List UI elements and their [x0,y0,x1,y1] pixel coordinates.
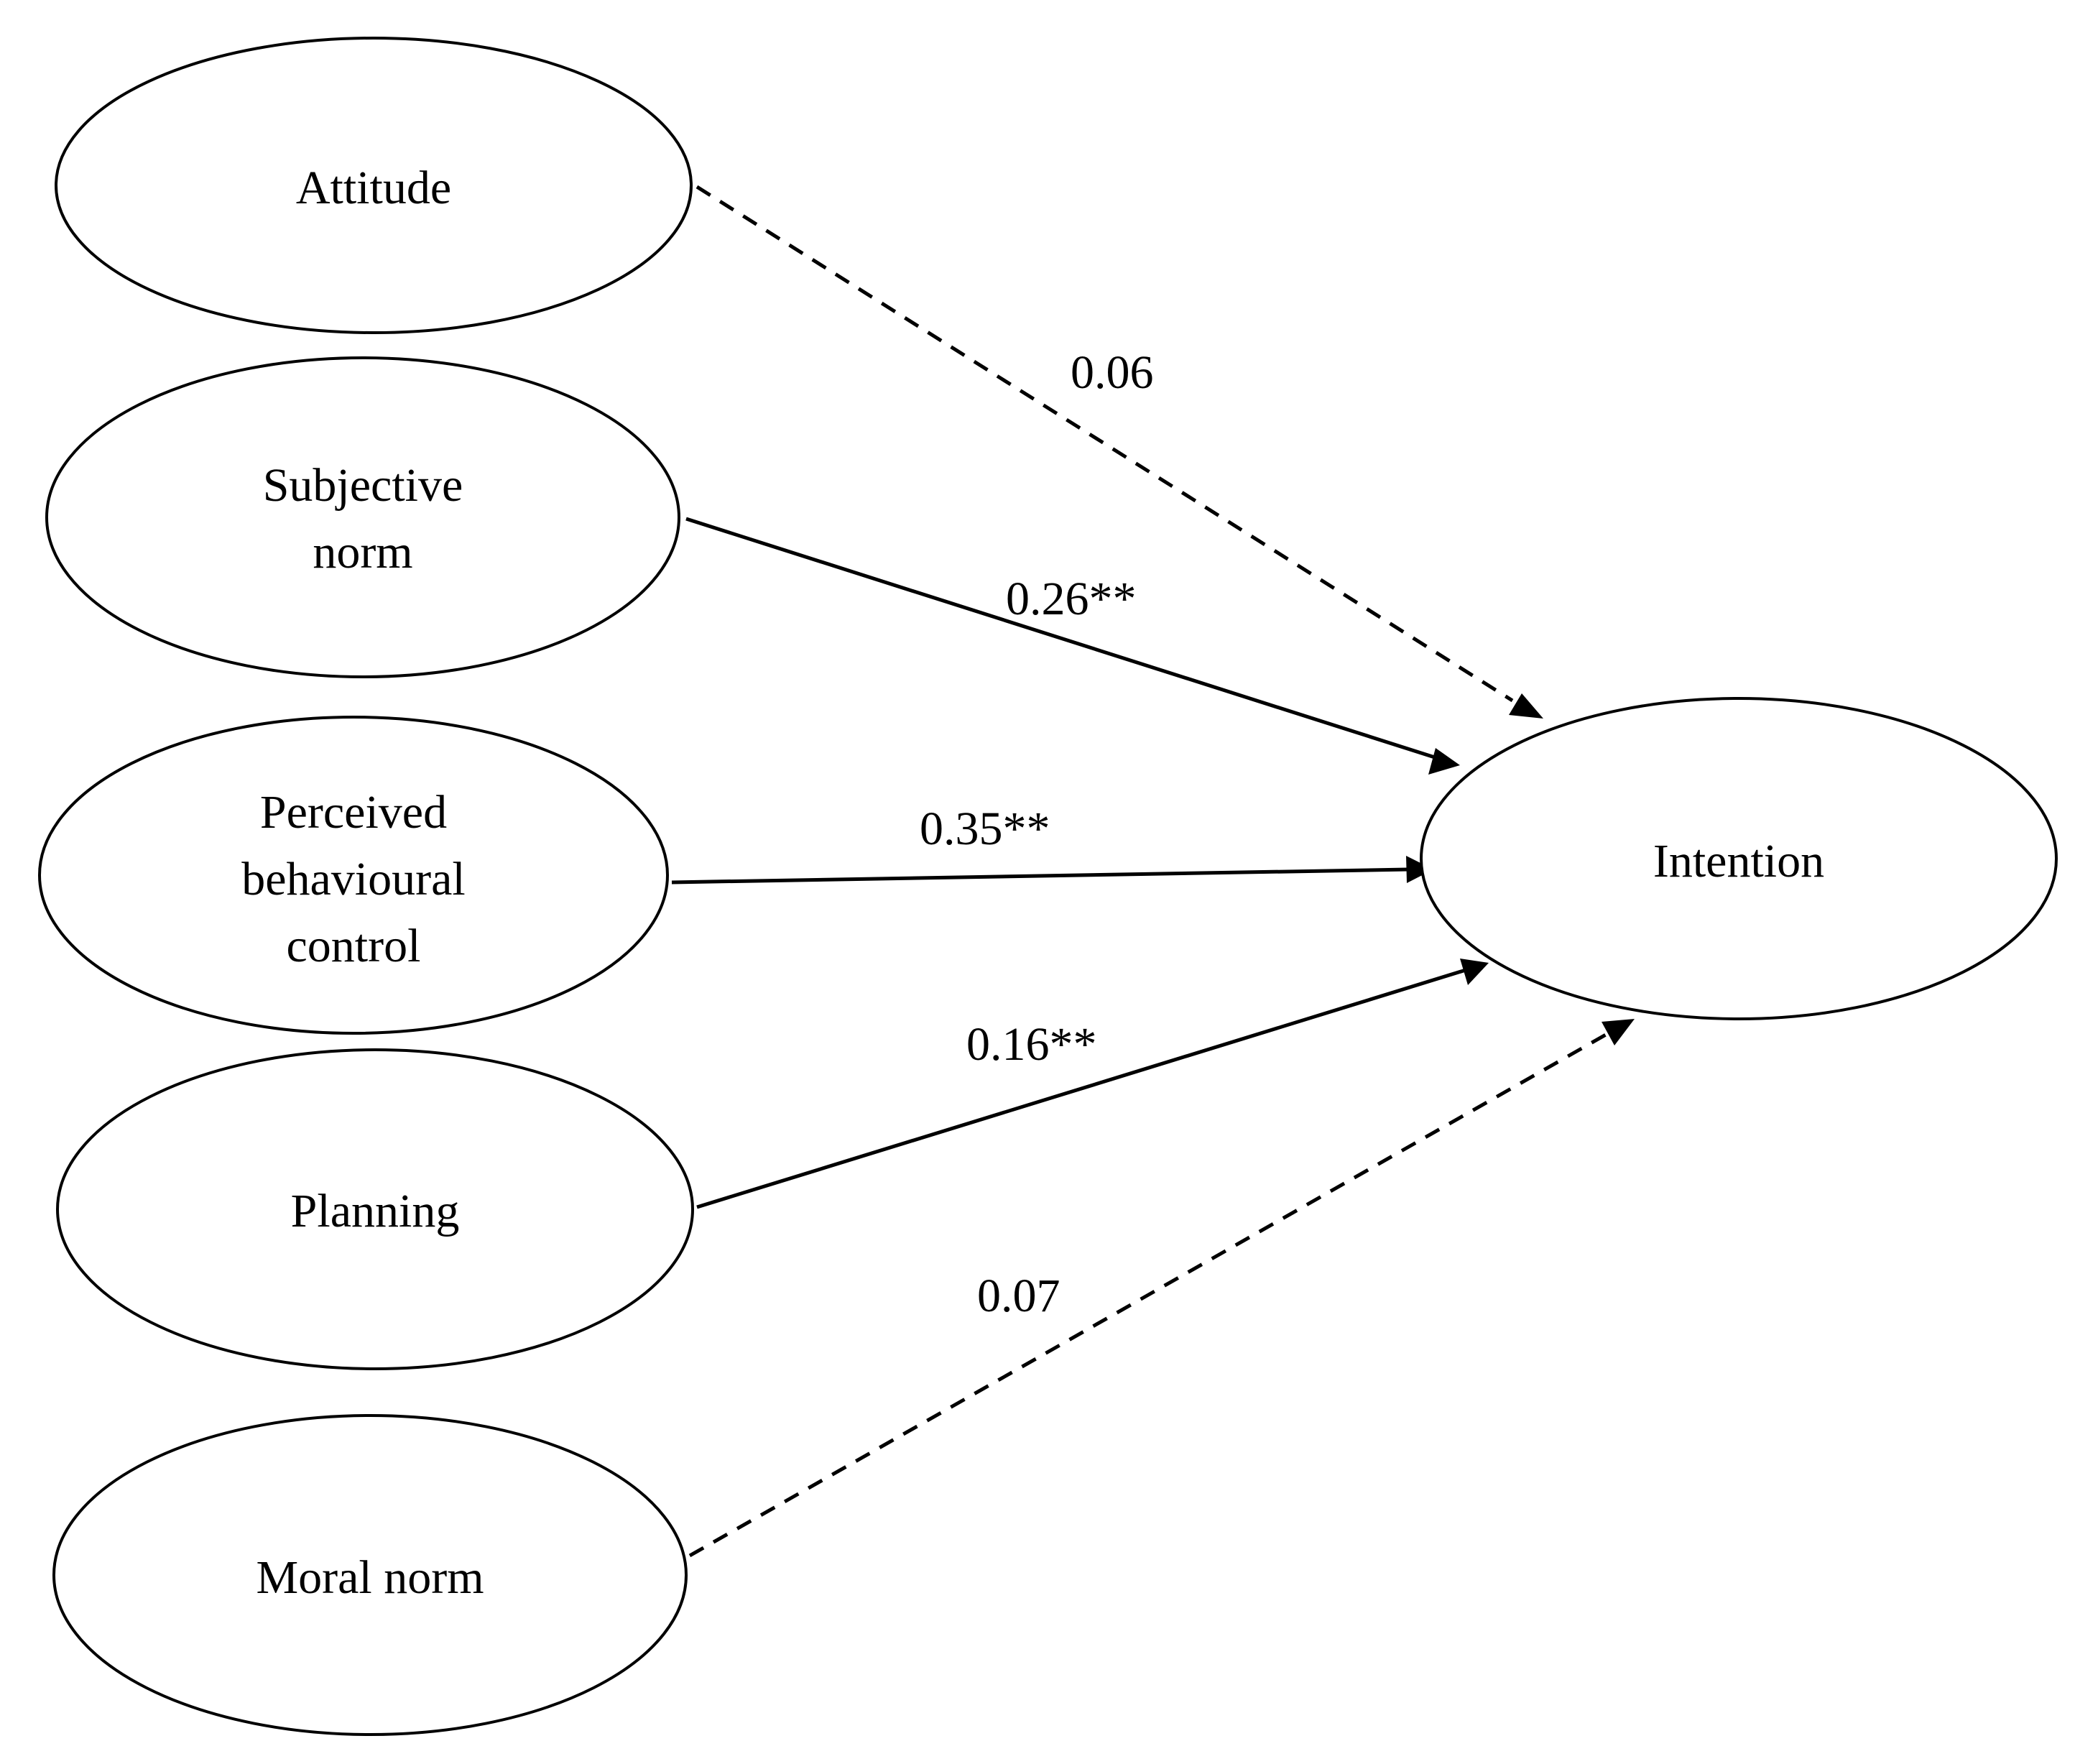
node-pbc-label-line3: control [287,920,421,972]
arrowhead-moral-norm [1602,1019,1635,1045]
node-attitude: Attitude [55,37,693,334]
path-arrows [671,185,1635,1558]
node-moral-norm-ellipse [52,1414,688,1736]
coefficient-subjective-norm: 0.26** [1006,573,1137,625]
arrowhead-subjective-norm [1428,748,1460,775]
node-intention: Intention [1420,697,2058,1020]
node-subjective-norm-label-line2: norm [313,526,412,578]
coefficient-planning: 0.16** [966,1018,1097,1071]
node-subjective-norm-ellipse [45,356,680,678]
node-attitude-ellipse [55,37,693,334]
coefficient-pbc: 0.35** [920,803,1050,855]
node-pbc-ellipse [38,716,669,1035]
arrowhead-pbc [1406,856,1433,883]
coefficient-attitude: 0.06 [1071,346,1154,399]
path-moral-norm-to-intention [688,1033,1607,1558]
arrowhead-attitude [1509,693,1543,719]
node-intention-label: Intention [1653,835,1824,887]
node-subjective-norm-label-line1: Subjective [263,459,463,512]
node-intention-ellipse [1420,697,2058,1020]
node-pbc-label-line1: Perceived [260,786,447,839]
coefficient-labels: 0.06 0.26** 0.35** 0.16** 0.07 [920,346,1154,1322]
arrowhead-planning [1460,959,1489,985]
node-moral-norm-label: Moral norm [256,1551,484,1604]
path-pbc-to-intention [671,867,1409,885]
node-planning-ellipse [56,1048,694,1370]
coefficient-moral-norm: 0.07 [977,1270,1060,1322]
path-planning-to-intention [696,968,1466,1209]
node-perceived-behavioural-control: Perceived behavioural control [38,716,669,1035]
node-pbc-label-line2: behavioural [241,853,466,905]
path-attitude-to-intention [695,185,1514,703]
node-subjective-norm: Subjective norm [45,356,680,678]
construct-nodes: Attitude Subjective norm Perceived behav… [38,37,2058,1736]
node-planning-label: Planning [291,1185,460,1237]
path-subjective-norm-to-intention [685,517,1438,760]
node-attitude-label: Attitude [296,162,451,214]
node-planning: Planning [56,1048,694,1370]
node-moral-norm: Moral norm [52,1414,688,1736]
